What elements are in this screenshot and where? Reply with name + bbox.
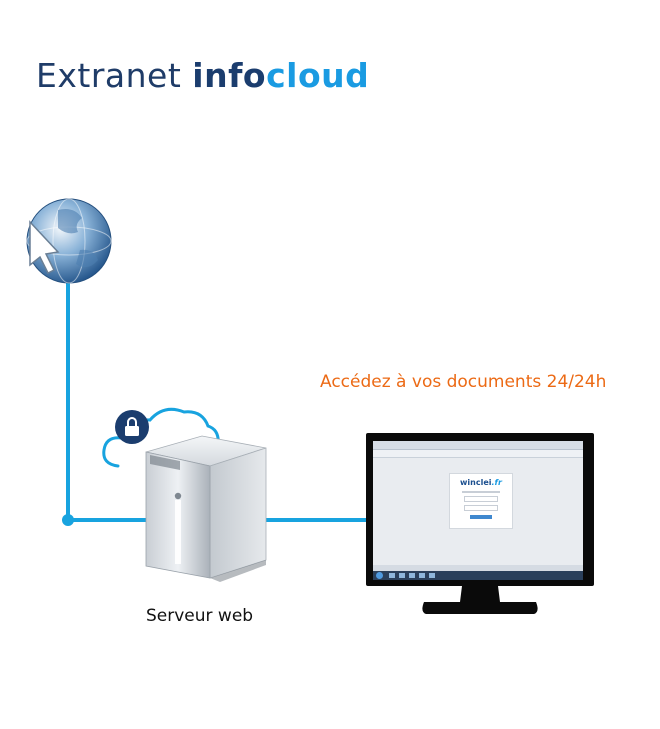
- taskbar-app-icon: [399, 573, 405, 578]
- logo-main: winclei: [460, 478, 492, 487]
- os-taskbar: [373, 571, 583, 580]
- login-caption-line: [462, 491, 500, 493]
- taskbar-app-icon: [409, 573, 415, 578]
- monitor-screen: winclei.fr: [373, 441, 583, 580]
- server-label: Serveur web: [146, 606, 254, 626]
- page-title: Extranet infocloud: [36, 56, 369, 95]
- connector-lines: [62, 280, 368, 526]
- junction-dot: [62, 514, 74, 526]
- title-word-extranet: Extranet: [36, 56, 182, 95]
- taskbar-app-icon: [389, 573, 395, 578]
- globe-cursor-icon: [26, 198, 112, 284]
- login-card: winclei.fr: [449, 473, 513, 529]
- winclei-logo: winclei.fr: [450, 478, 512, 487]
- browser-address-bar: [373, 441, 583, 450]
- login-button: [470, 515, 492, 519]
- password-input-field: [464, 505, 498, 511]
- start-button-icon: [376, 572, 383, 579]
- browser-bookmarks-bar: [373, 450, 583, 458]
- taskbar-app-icon: [419, 573, 425, 578]
- title-word-cloud: cloud: [266, 56, 370, 95]
- page-footer-bar: [373, 565, 583, 571]
- server-icon: [145, 435, 267, 582]
- logo-tld: .fr: [491, 478, 502, 487]
- tagline-text: Accédez à vos documents 24/24h: [320, 372, 607, 392]
- login-input-field: [464, 496, 498, 502]
- title-word-info: info: [192, 56, 267, 95]
- taskbar-app-icon: [429, 573, 435, 578]
